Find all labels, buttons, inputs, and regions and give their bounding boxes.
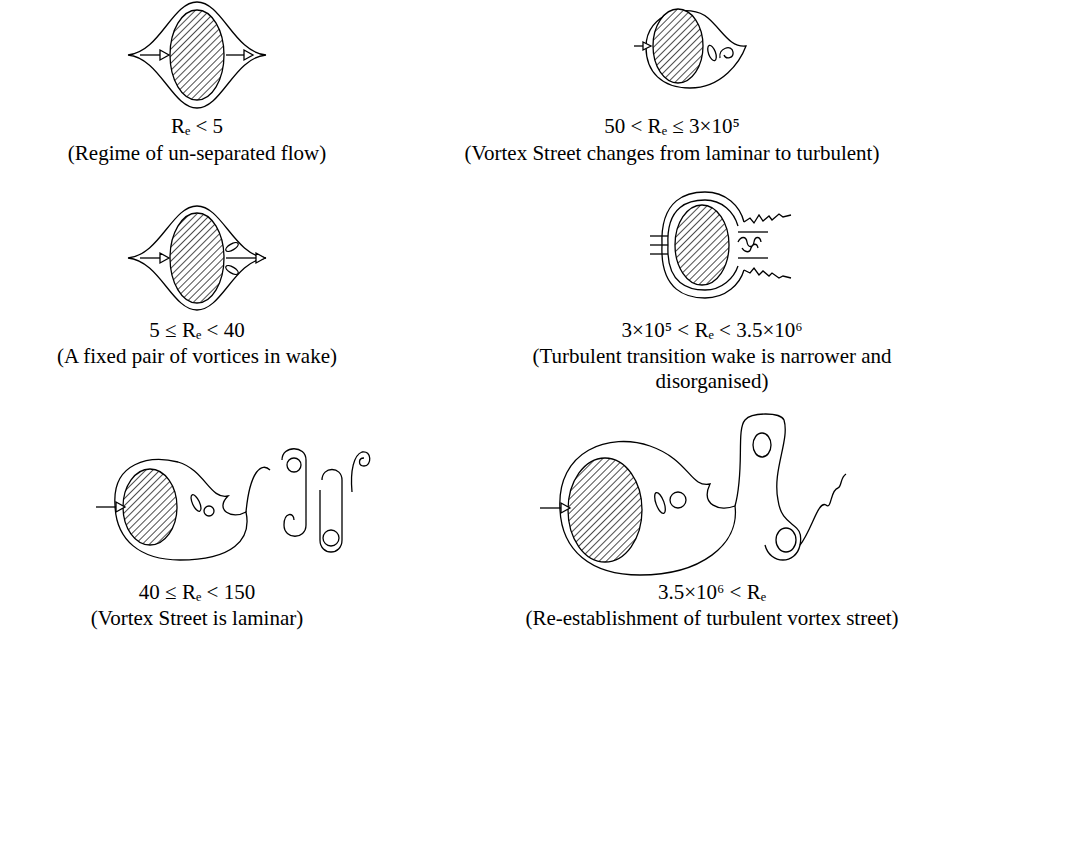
flow-arrow [140,257,162,258]
streamline-envelope [560,442,736,575]
turbulent-tail [800,474,846,545]
arrow-head [116,502,125,512]
wake-tail [246,467,270,512]
cylinder [123,469,177,545]
fixed-vortex-pair-figure [128,206,266,310]
flow-arrow [96,506,117,507]
wake-vortex [204,506,214,516]
flow-arrow [226,54,246,55]
laminar-vortex-street-figure [96,449,370,560]
cylinder [170,10,224,100]
regime-description: (Vortex Street changes from laminar to t… [465,141,880,166]
arrow-head [643,42,651,50]
reynolds-range: 3×10⁵ < Rₑ < 3.5×10⁶ [621,318,802,343]
wake-vortex [652,491,667,514]
shed-vortex [323,530,339,546]
turbulent-wake-edge [738,231,768,232]
flow-arrow [140,54,162,55]
shed-vortex [351,452,369,492]
wake-vortex [670,492,686,508]
shed-vortex [735,414,801,560]
flow-arrow [226,257,258,258]
shed-vortex [320,470,342,553]
flow-arrow [540,507,563,508]
arrow-head [244,50,253,60]
streamline-envelope [115,460,247,560]
wake-vortex [706,44,718,61]
cylinder [675,205,729,285]
shed-vortex [776,528,796,552]
streamline-envelope [128,2,266,108]
regime-description: (Turbulent transition wake is narrower a… [492,344,932,394]
wake-vortex [224,264,239,276]
regime-description: (Re-establishment of turbulent vortex st… [525,606,898,631]
reynolds-range: 50 < Rₑ ≤ 3×10⁵ [604,114,739,139]
shed-vortex [282,449,306,537]
cylinder [653,9,703,83]
wake-vortex [189,493,203,512]
vortex-street-transition-figure [634,9,746,88]
shed-vortex [287,458,301,472]
cylinder [568,458,642,562]
turbulent-vortex-street-figure [540,414,846,575]
wake-vortex [720,48,733,58]
wake-vortex [224,241,239,253]
reynolds-range: 40 ≤ Rₑ < 150 [139,580,255,605]
turbulent-wake-edge [738,257,768,258]
reynolds-range: 5 ≤ Rₑ < 40 [149,318,244,343]
turbulent-transition-figure [650,192,791,298]
arrow-head [160,253,169,263]
turbulent-wake-edge [744,268,791,278]
shed-vortex [753,433,771,457]
wake-eddies [738,238,761,252]
incoming-streamline [650,253,668,254]
unseparated-flow-figure [128,2,266,108]
regime-description: (Regime of un-separated flow) [68,141,326,166]
regime-description: (A fixed pair of vortices in wake) [57,344,337,369]
arrow-head [160,50,169,60]
turbulent-wake-edge [744,214,791,223]
incoming-streamline [650,244,668,245]
incoming-streamline [650,235,668,236]
arrow-head [256,253,265,263]
arrow-head [561,503,570,513]
cylinder [170,213,224,303]
regime-description: (Vortex Street is laminar) [91,606,303,631]
reynolds-range: 3.5×10⁶ < Rₑ [658,580,766,605]
reynolds-range: Rₑ < 5 [171,114,223,139]
streamline-envelope [128,206,266,310]
